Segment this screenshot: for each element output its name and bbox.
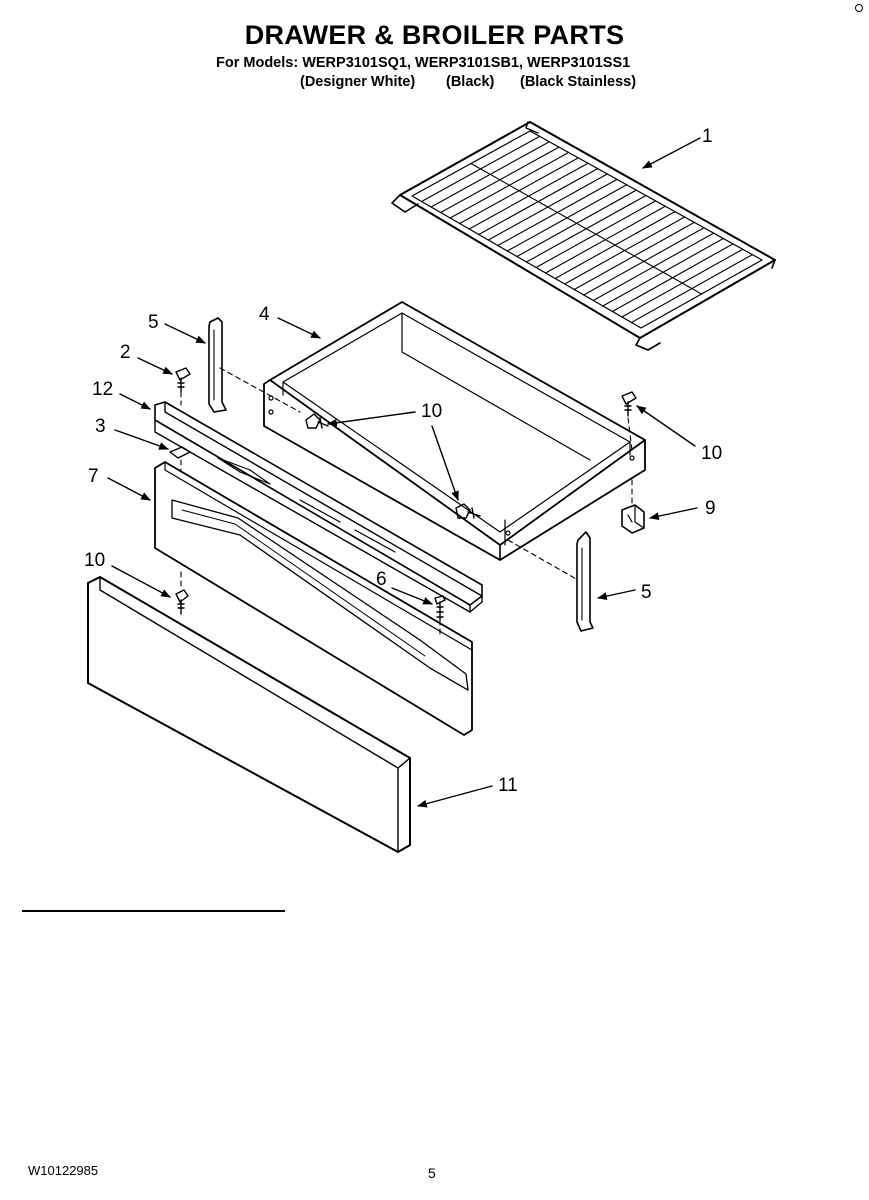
callout-12: 12: [92, 379, 113, 400]
page-number: 5: [428, 1165, 436, 1181]
document-number: W10122985: [28, 1163, 99, 1178]
callout-10-right: 10: [701, 443, 722, 464]
callout-labels: 1 4 5 2 12 3 7 10 10 9 5 6 10 11: [84, 126, 722, 796]
drawer-slide-right: [576, 531, 594, 632]
callout-3: 3: [95, 416, 106, 437]
variant-designer-white: (Designer White): [300, 74, 416, 90]
screw-part-10-drawer-left: [305, 413, 329, 429]
variant-black: (Black): [446, 74, 495, 90]
callout-7: 7: [88, 466, 99, 487]
page-title: DRAWER & BROILER PARTS: [244, 20, 625, 50]
leader-lines: [107, 137, 701, 808]
assembly-guide-lines: [180, 367, 633, 636]
callout-4: 4: [259, 304, 270, 325]
drawer-top-rail: [154, 401, 483, 613]
rack-center-support: [470, 162, 703, 295]
callout-6: 6: [376, 569, 387, 590]
callout-5-left: 5: [148, 312, 159, 333]
models-line: For Models: WERP3101SQ1, WERP3101SB1, WE…: [216, 55, 631, 71]
screw-part-6: [434, 595, 446, 621]
callout-1: 1: [702, 126, 713, 147]
callout-2: 2: [120, 342, 131, 363]
drawer-slide-left: [208, 317, 227, 413]
drawer-box: [263, 301, 646, 561]
screw-part-2: [175, 367, 191, 393]
clip-part-3: [169, 446, 191, 459]
screw-part-10-drawer-right: [621, 391, 637, 417]
callout-10-panel: 10: [84, 550, 105, 571]
footnote-rule: [22, 910, 285, 912]
callout-10-drawer: 10: [421, 401, 442, 422]
screw-part-10-drawer-mid: [455, 503, 481, 519]
bracket-part-9: [621, 504, 645, 534]
callout-5-right: 5: [641, 582, 652, 603]
variant-black-stainless: (Black Stainless): [520, 74, 637, 90]
callout-11: 11: [498, 775, 518, 796]
screw-part-10-panel: [175, 589, 189, 615]
drawer-front-panel: [154, 461, 473, 736]
callout-9: 9: [705, 498, 716, 519]
drawer-outer-panel: [87, 576, 411, 853]
corner-mark: [855, 4, 863, 12]
broiler-rack: [391, 121, 776, 351]
